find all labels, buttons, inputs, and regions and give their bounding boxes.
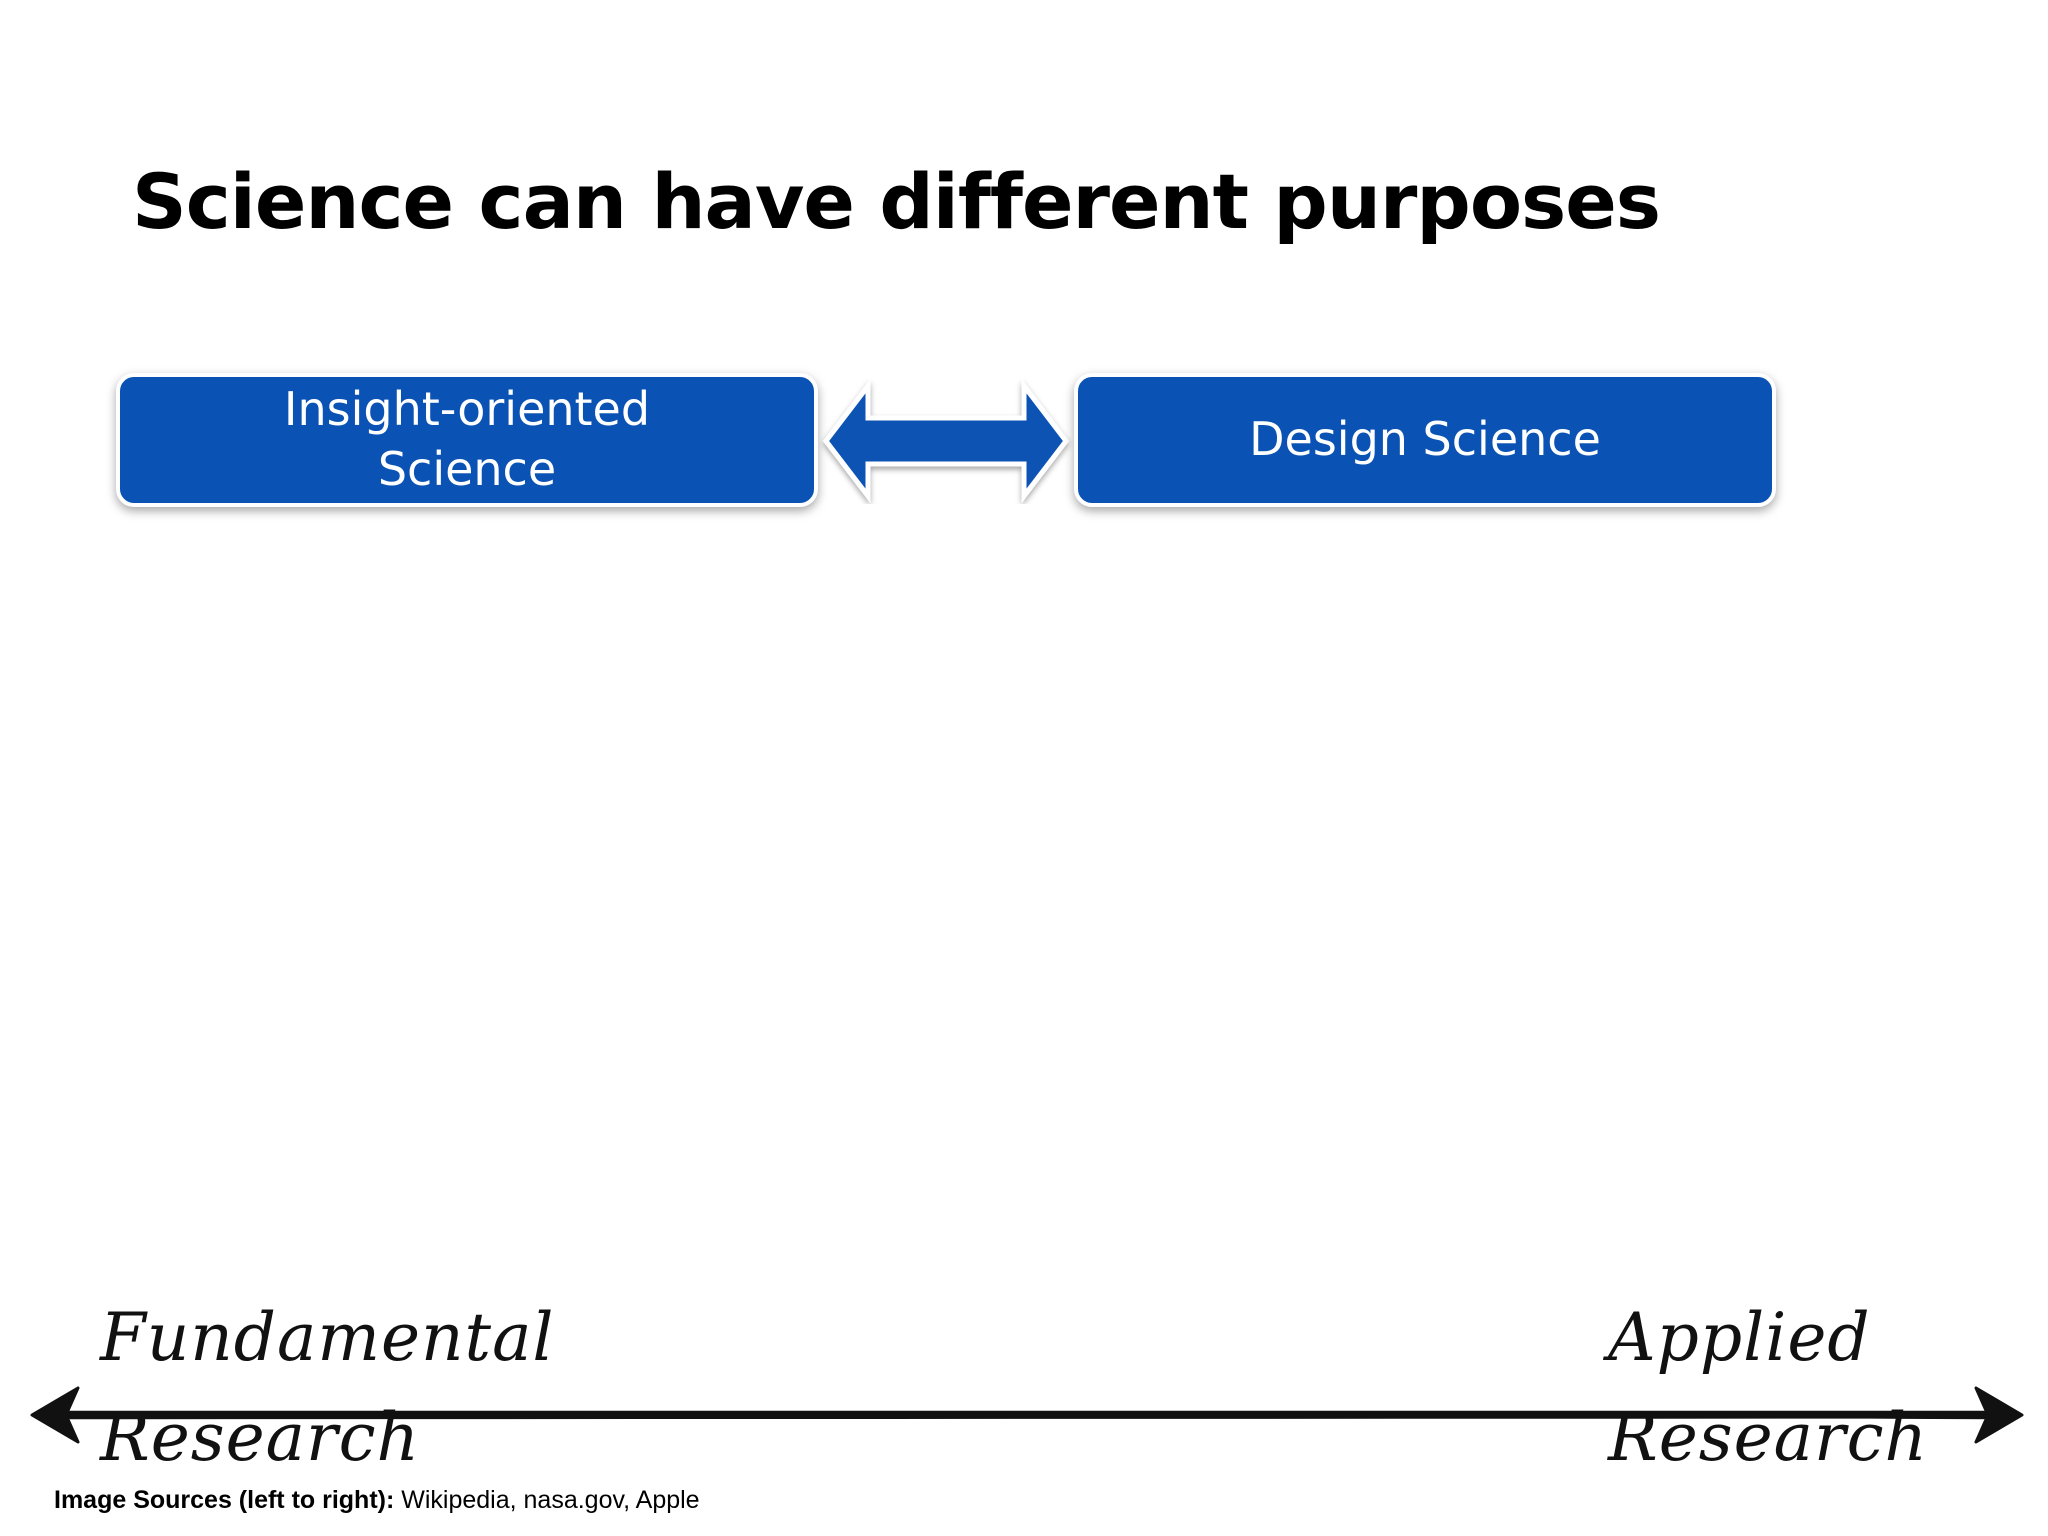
axis-right-arrowhead: [1974, 1386, 2024, 1444]
box-right-label: Design Science: [1249, 412, 1601, 467]
axis-left-label-line1: Fundamental: [100, 1299, 555, 1376]
connector-arrow-shape: [822, 378, 1070, 504]
box-left-line2: Science: [377, 442, 557, 496]
insight-oriented-science-box: Insight-oriented Science: [116, 373, 818, 507]
slide-title: Science can have different purposes: [132, 157, 1661, 246]
double-headed-arrow-icon: [822, 378, 1070, 504]
image-sources-footer: Image Sources (left to right): Wikipedia…: [54, 1486, 700, 1515]
sources-list: Wikipedia, nasa.gov, Apple: [394, 1486, 700, 1514]
sources-label: Image Sources (left to right):: [54, 1486, 395, 1514]
box-left-line1: Insight-oriented: [283, 382, 651, 437]
axis-left-arrowhead: [30, 1386, 80, 1444]
research-spectrum-axis-icon: [30, 1386, 2024, 1444]
box-left-text: Insight-oriented Science: [284, 380, 650, 500]
axis-right-label-line1: Applied: [1608, 1299, 1871, 1376]
design-science-box: Design Science: [1074, 373, 1776, 507]
axis-line: [59, 1410, 1993, 1420]
